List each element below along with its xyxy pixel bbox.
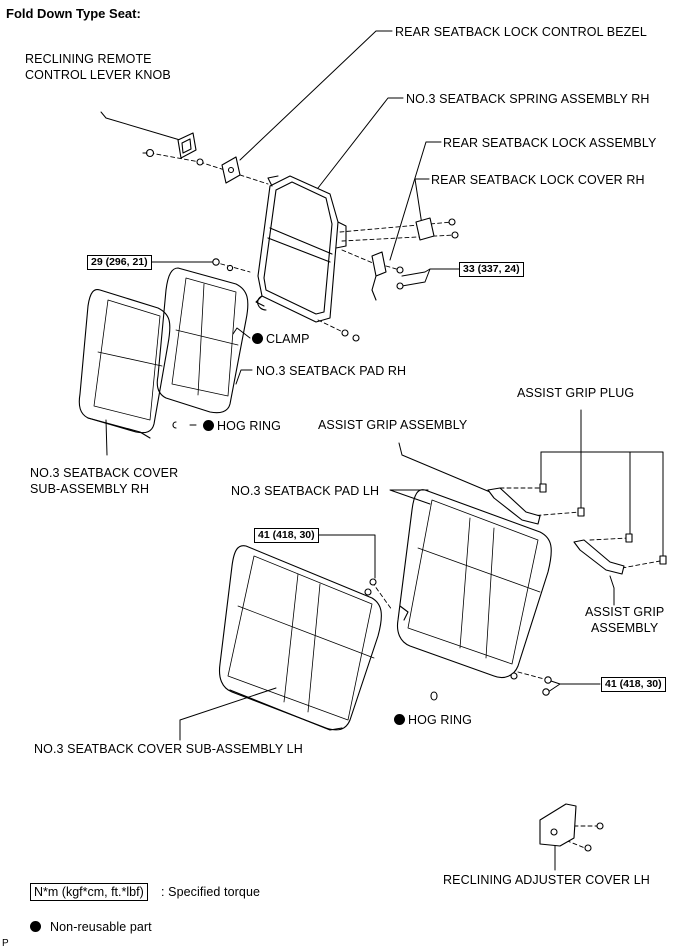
hog-ring-1-text: HOG RING bbox=[217, 419, 281, 433]
label-assist-grip-plug: ASSIST GRIP PLUG bbox=[517, 386, 635, 400]
label-lock-bezel: REAR SEATBACK LOCK CONTROL BEZEL bbox=[395, 25, 647, 39]
label-hog-ring-1: HOG RING bbox=[203, 418, 281, 434]
lock-assembly bbox=[371, 251, 387, 301]
hog-ring-1 bbox=[172, 421, 177, 429]
label-pad-rh: NO.3 SEATBACK PAD RH bbox=[256, 364, 407, 378]
seatback-cover-lh bbox=[218, 545, 382, 731]
assist-grip-upper bbox=[487, 483, 585, 525]
clamp-text: CLAMP bbox=[266, 332, 310, 346]
diagram-title: Fold Down Type Seat: bbox=[6, 6, 141, 21]
lock-cover bbox=[396, 217, 459, 290]
hog-ring-2-text: HOG RING bbox=[408, 713, 472, 727]
label-assist-grip-assembly-top: ASSIST GRIP ASSEMBLY bbox=[318, 418, 468, 432]
leader-lines bbox=[100, 30, 664, 871]
label-spring-assembly: NO.3 SEATBACK SPRING ASSEMBLY RH bbox=[406, 92, 650, 106]
non-reusable-dot bbox=[252, 333, 263, 344]
seatback-spring-frame bbox=[255, 175, 347, 323]
non-reusable-dot bbox=[30, 921, 41, 932]
reclining-adjuster-cover bbox=[539, 803, 604, 852]
torque-33: 33 (337, 24) bbox=[459, 262, 524, 277]
seatback-pad-rh bbox=[156, 267, 249, 414]
legend-torque-units: N*m (kgf*cm, ft.*lbf) bbox=[30, 883, 148, 901]
knob-bolts bbox=[142, 148, 204, 166]
torque-29: 29 (296, 21) bbox=[87, 255, 152, 270]
legend-torque-desc: : Specified torque bbox=[161, 885, 261, 899]
label-clamp: CLAMP bbox=[252, 331, 310, 347]
label-assist-grip-right-line1: ASSIST GRIP bbox=[585, 605, 665, 619]
seatback-cover-rh bbox=[78, 288, 171, 439]
label-cover-rh-line2: SUB-ASSEMBLY RH bbox=[30, 482, 150, 496]
torque-41-left: 41 (418, 30) bbox=[254, 528, 319, 543]
lock-bezel bbox=[221, 156, 241, 184]
label-lock-cover: REAR SEATBACK LOCK COVER RH bbox=[431, 173, 645, 187]
label-reclining-adjuster-cover: RECLINING ADJUSTER COVER LH bbox=[443, 873, 650, 887]
legend-non-reusable-text: Non-reusable part bbox=[50, 920, 152, 934]
label-assist-grip-right-line2: ASSEMBLY bbox=[591, 621, 659, 635]
hog-ring-2 bbox=[430, 691, 438, 701]
legend-non-reusable: Non-reusable part bbox=[30, 919, 152, 935]
non-reusable-dot bbox=[394, 714, 405, 725]
reclining-knob bbox=[177, 132, 197, 159]
non-reusable-dot bbox=[203, 420, 214, 431]
clamp bbox=[257, 295, 267, 311]
nut bbox=[226, 264, 234, 272]
label-pad-lh: NO.3 SEATBACK PAD LH bbox=[231, 484, 380, 498]
torque-41-right: 41 (418, 30) bbox=[601, 677, 666, 692]
assist-grip-lower bbox=[573, 533, 667, 575]
label-lock-assembly: REAR SEATBACK LOCK ASSEMBLY bbox=[443, 136, 657, 150]
bolt-29 bbox=[212, 258, 220, 266]
label-reclining-knob-line1: RECLINING REMOTE bbox=[25, 52, 152, 66]
seatback-pad-lh bbox=[396, 489, 552, 679]
label-reclining-knob-line2: CONTROL LEVER KNOB bbox=[25, 68, 171, 82]
label-hog-ring-2: HOG RING bbox=[394, 712, 472, 728]
label-cover-lh: NO.3 SEATBACK COVER SUB-ASSEMBLY LH bbox=[34, 742, 303, 756]
footer-code: P bbox=[2, 938, 9, 949]
label-cover-rh-line1: NO.3 SEATBACK COVER bbox=[30, 466, 179, 480]
